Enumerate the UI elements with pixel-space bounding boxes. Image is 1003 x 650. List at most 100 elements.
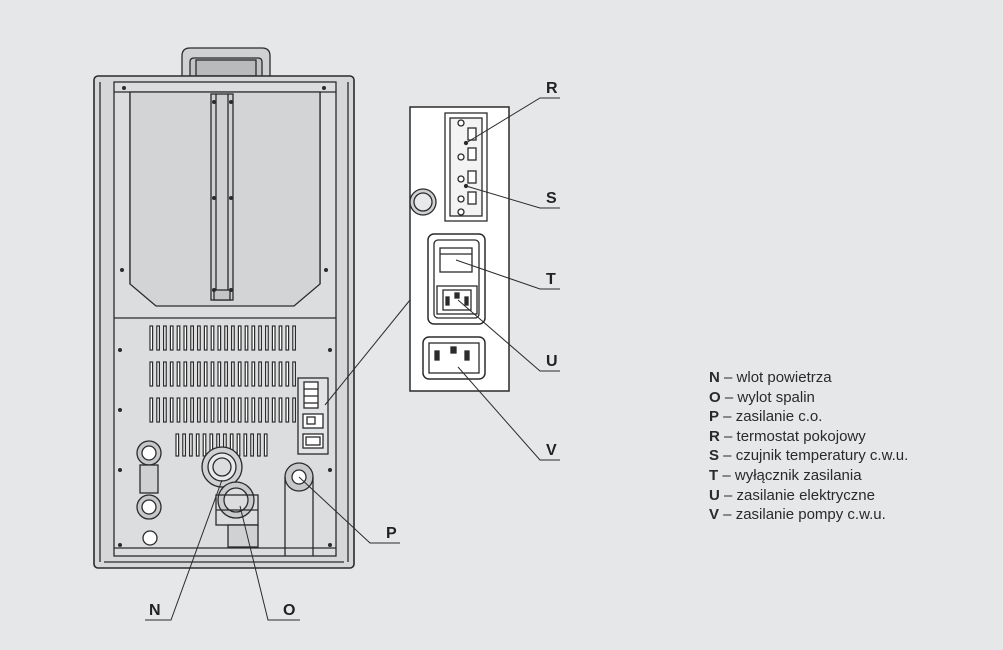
pump-socket — [422, 336, 486, 380]
vent-slot — [251, 397, 256, 423]
vent-slot — [271, 397, 276, 423]
vent-slot — [189, 433, 193, 457]
vent-slot — [156, 397, 161, 423]
vent-slot — [251, 361, 256, 387]
vent-slot — [250, 433, 255, 457]
vent-slot — [169, 361, 174, 387]
vent-slot — [258, 325, 262, 351]
vent-slot — [231, 397, 235, 423]
legend-item-o: O – wylot spalin — [709, 388, 815, 406]
vent-slot — [278, 397, 283, 423]
legend-item-s: S – czujnik temperatury c.w.u. — [709, 447, 909, 465]
vent-slot — [263, 433, 268, 457]
vent-slot — [236, 433, 241, 457]
vent-slot — [257, 433, 261, 457]
vent-slot — [244, 397, 249, 423]
vent-slot — [195, 433, 200, 457]
electrical-panel-detail — [409, 106, 510, 392]
terminal-block — [444, 112, 488, 222]
vent-slot — [149, 397, 154, 423]
vent-slot — [190, 361, 195, 387]
callout-s: S — [546, 190, 557, 207]
vent-slot — [176, 397, 181, 423]
vent-slot — [292, 361, 296, 387]
vent-slot — [176, 361, 181, 387]
vent-slot — [258, 361, 262, 387]
vent-slot — [183, 397, 188, 423]
vent-slot — [237, 361, 242, 387]
flue-outlet-fitting — [215, 481, 259, 548]
callout-n: N — [149, 602, 161, 619]
vent-slot — [224, 361, 229, 387]
vent-slot — [197, 361, 201, 387]
legend-item-t: T – wyłącznik zasilania — [709, 466, 862, 484]
vent-slot — [149, 325, 154, 351]
vent-slot — [237, 325, 242, 351]
vent-slot — [210, 325, 215, 351]
switch-socket-module — [427, 233, 486, 325]
vent-slot — [210, 361, 215, 387]
vent-slot — [285, 397, 290, 423]
vent-slot — [224, 325, 229, 351]
legend: N – wlot powietrza O – wylot spalin P – … — [709, 368, 908, 525]
vent-slot — [203, 397, 208, 423]
vent-slot — [258, 397, 262, 423]
vent-slot — [231, 325, 235, 351]
vent-slot — [149, 361, 154, 387]
vent-slot — [292, 397, 296, 423]
vent-slot — [197, 325, 201, 351]
callout-o: O — [283, 602, 295, 619]
vent-slot — [169, 325, 174, 351]
callout-v: V — [546, 442, 557, 459]
vent-slot — [244, 325, 249, 351]
vent-slot — [217, 397, 222, 423]
vent-slot — [190, 325, 195, 351]
legend-item-v: V – zasilanie pompy c.w.u. — [709, 506, 886, 524]
panel-knob — [409, 188, 437, 216]
legend-item-p: P – zasilanie c.o. — [709, 408, 823, 426]
zoom-connector-line — [324, 299, 411, 406]
boiler-back-view — [93, 47, 355, 569]
vent-slot — [156, 361, 161, 387]
vent-slot — [278, 361, 283, 387]
vent-slot — [210, 397, 215, 423]
vent-slot — [217, 325, 222, 351]
vent-slot — [175, 433, 180, 457]
vent-slot — [169, 397, 174, 423]
callout-t: T — [546, 271, 556, 288]
vent-slot — [271, 361, 276, 387]
vent-slot — [251, 325, 256, 351]
vent-slot — [163, 325, 167, 351]
ventilation-grille — [149, 325, 296, 457]
vent-slot — [285, 361, 290, 387]
vent-slot — [292, 325, 296, 351]
vent-slot — [244, 361, 249, 387]
callout-leaders — [145, 97, 560, 621]
vent-slot — [202, 433, 207, 457]
air-inlet-fitting — [201, 446, 243, 488]
callout-u: U — [546, 353, 558, 370]
vent-slot — [285, 325, 290, 351]
vent-slot — [217, 361, 222, 387]
vent-slot — [182, 433, 187, 457]
vent-slot — [243, 433, 248, 457]
vent-slot — [203, 325, 208, 351]
vent-slot — [163, 361, 167, 387]
vent-slot — [183, 361, 188, 387]
top-handle — [181, 47, 271, 79]
vent-slot — [190, 397, 195, 423]
central-channel — [210, 93, 234, 301]
vent-slot — [203, 361, 208, 387]
vent-slot — [271, 325, 276, 351]
legend-item-r: R – termostat pokojowy — [709, 427, 866, 445]
callout-p: P — [386, 525, 397, 542]
vent-slot — [176, 325, 181, 351]
vent-slot — [278, 325, 283, 351]
callout-r: R — [546, 80, 558, 97]
vent-slot — [197, 397, 201, 423]
vent-slot — [224, 397, 229, 423]
vent-slot — [163, 397, 167, 423]
vent-slot — [265, 361, 269, 387]
vent-slot — [265, 397, 269, 423]
